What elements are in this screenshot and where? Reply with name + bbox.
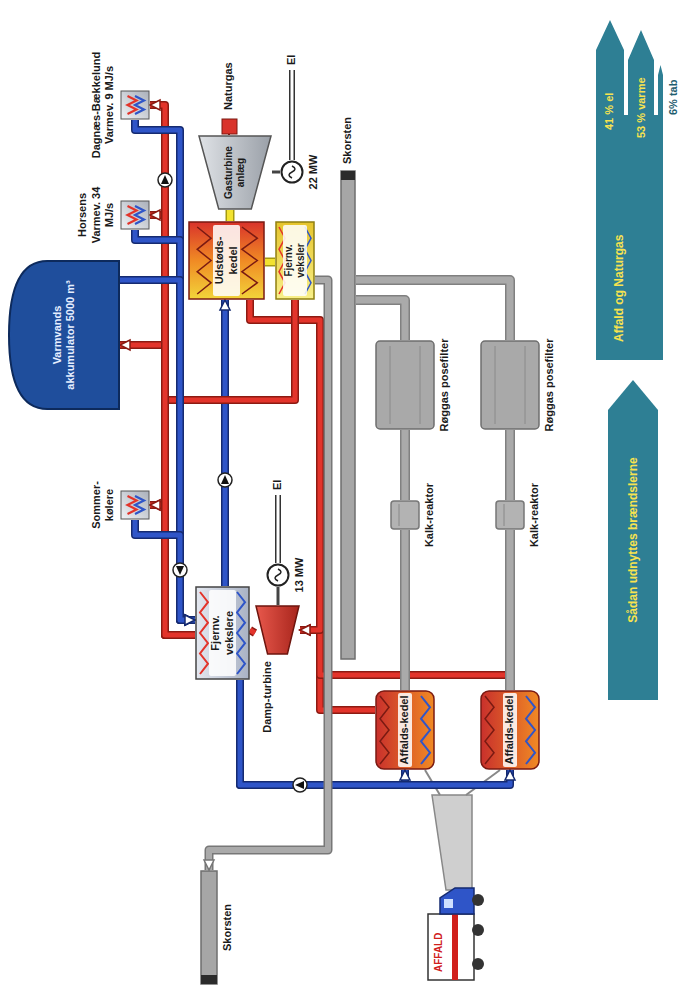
node-shape [495,500,525,530]
node-label: Damp-turbine [261,661,274,733]
pipe-connector [135,520,195,625]
waste-chute [432,795,472,890]
truck-text: AFFALD [433,918,445,972]
node-label: Affald og Naturgas [612,222,626,342]
node-shape [120,90,150,120]
pipe-connector [405,530,406,690]
node-label: Kalk-reaktor [528,480,541,550]
pipe-connector [240,680,515,785]
pipe-connector [150,100,195,635]
pipe-connector [150,300,295,510]
heat-exchanger: Fjernv. veksler [275,221,315,300]
share-label: 53 % varme [635,60,648,138]
node-shape [375,340,435,430]
power-wire [292,70,293,160]
storage-tank: Varmvands akkumulator 5000 m³ [8,260,120,410]
burner-link [228,134,230,135]
node-label: Udstøds-kedel [213,225,239,296]
pipe-connector [510,530,511,690]
pipe-connector [204,280,328,870]
steam-turbine: Damp-turbine [255,605,300,655]
energy-band: Affald og Naturgas [596,15,682,360]
lime-reactor: Kalk-reaktor [495,500,525,530]
bag-filter: Røggas posefilter [375,340,435,430]
pipe-connector [220,300,230,586]
node-label: Horsens Varmev. 34 MJ/s [76,175,116,255]
node-label: 22 MW [307,142,320,202]
title-arrow: Sådan udnyttes brændslerne [608,380,658,700]
pump-symbol [293,778,307,792]
node-label: Affalds-kedel [503,693,516,766]
pipe-connector [250,630,255,633]
pipe-connector [250,300,320,635]
waste-truck [428,888,484,980]
node-label: Varmvands akkumulator 5000 m³ [51,280,77,390]
exhaust-boiler: Udstøds-kedel [188,221,265,300]
pipe-connector [150,500,195,635]
node-shape [120,490,150,520]
summer-cooler: Sommer-kølere [120,490,150,520]
node-label: Gasturbine anlæg [223,139,247,206]
node-label: Fjernv. veksler [283,225,307,296]
generator: 22 MW [280,160,304,184]
turbine-shaft [272,171,280,174]
gas-burner [222,119,237,134]
node-label: Røggas posefilter [438,335,451,435]
generator: 13 MW [266,563,290,587]
output-label: El [271,468,284,490]
pipe-connector [405,430,406,500]
bag-filter: Røggas posefilter [480,340,540,430]
node-shape [255,605,300,655]
node-shape [596,15,682,360]
heat-exchanger: Fjernv. vekslere [195,586,250,680]
node-label: Skorsten [221,888,234,968]
pipe-connector [230,210,231,221]
pump-symbol [218,473,232,487]
node-label: Fjernv. vekslere [209,590,235,676]
pipe-connector [356,300,405,340]
pump-symbol [158,173,172,187]
node-label: Skorsten [341,104,354,164]
output-label: El [285,43,298,65]
node-label: 13 MW [293,545,306,605]
pipe-connector [135,120,195,625]
node-shape [200,870,218,985]
pump-symbol [173,563,187,577]
node-shape [340,170,356,660]
share-label: 6% tab [667,60,680,115]
gas-turbine: Gasturbine anlæg [198,135,272,210]
heat-exchanger: Horsens Varmev. 34 MJ/s [120,200,150,230]
share-label: 41 % el [603,58,616,130]
pipe-connector [510,430,511,500]
node-shape [480,340,540,430]
node-label: Sådan udnyttes brændslerne [626,457,640,622]
pipe-connector [300,625,375,710]
node-shape [280,160,304,184]
heat-exchanger: Dagnæs-Bækkelund Varmev. 9 MJ/s [120,90,150,120]
node-label: Dagnæs-Bækkelund Varmev. 9 MJ/s [90,50,116,160]
chimney: Skorsten [200,870,218,985]
waste-boiler: Affalds-kedel [375,690,435,770]
waste-boiler: Affalds-kedel [480,690,540,770]
fuel-label: Naturgas [222,40,235,110]
node-shape [120,200,150,230]
chimney: Skorsten [340,170,356,660]
pipe-connector [135,230,195,625]
pipe-connector [356,280,510,340]
pipe-connector [120,280,195,625]
node-shape [390,500,420,530]
pipe-connector [265,262,275,263]
turbine-shaft [277,587,280,605]
power-wire [278,495,279,563]
node-label: Kalk-reaktor [423,480,436,550]
node-label: Røggas posefilter [543,335,556,435]
lime-reactor: Kalk-reaktor [390,500,420,530]
node-shape [266,563,290,587]
node-label: Affalds-kedel [398,693,411,766]
node-label: Sommer-kølere [90,470,116,540]
